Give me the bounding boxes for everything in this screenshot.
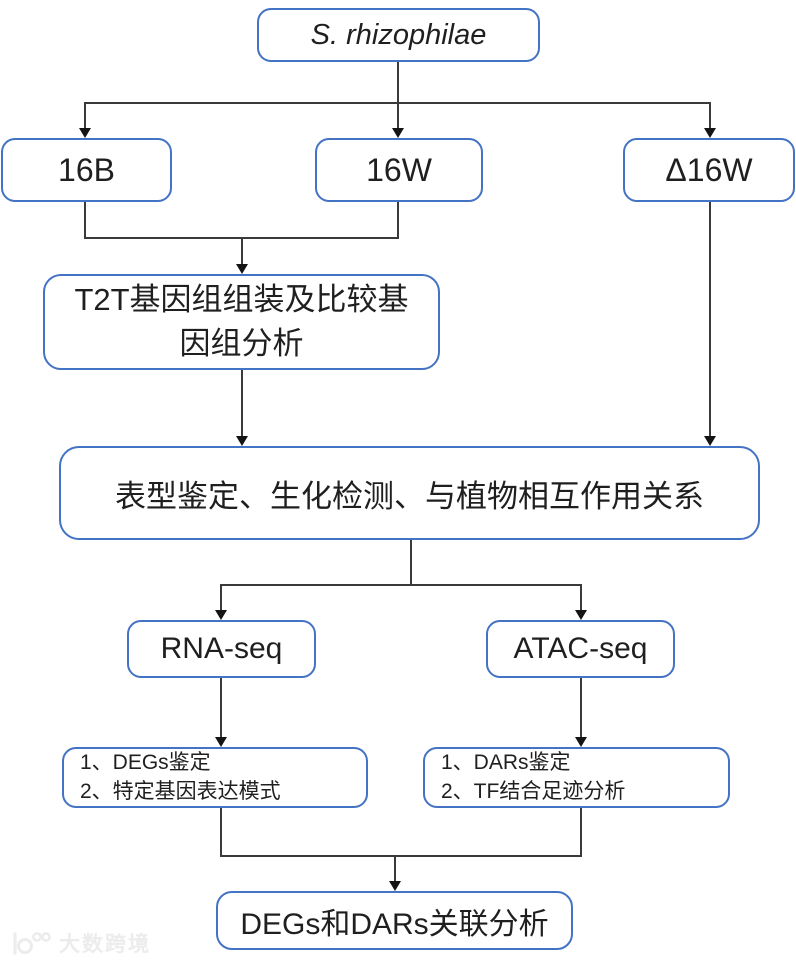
arrowhead-to-integration [389,881,401,891]
t2t-line-2: 因组分析 [179,326,304,361]
node-dar-analysis-list: 1、DARs鉴定 2、TF结合足迹分析 [423,747,730,808]
node-16b: 16B [1,138,172,202]
node-rna-seq: RNA-seq [127,620,316,678]
watermark: 大数跨境 [8,928,151,958]
connector-t2t-to-phenotype [241,370,243,437]
connector-to-t2t [241,238,243,265]
node-phenotype-biochem: 表型鉴定、生化检测、与植物相互作用关系 [59,446,760,540]
arrowhead-to-delta16w [704,128,716,138]
arrowhead-to-16b [79,128,91,138]
t2t-line-1: T2T基因组组装及比较基 [74,281,409,317]
node-s-rhizophilae: S. rhizophilae [257,8,540,62]
deg-list-item-2: 2、特定基因表达模式 [80,779,281,803]
node-deg-analysis-list: 1、DEGs鉴定 2、特定基因表达模式 [62,747,368,808]
connector-16w-down [397,202,399,239]
connector-to-delta16w [709,103,711,129]
deg-list-item-1: 1、DEGs鉴定 [80,750,211,774]
connector-to-16b [84,103,86,129]
arrowhead-to-16w [392,128,404,138]
connector-root-stem [397,62,399,103]
arrowhead-t2t-to-phenotype [236,436,248,446]
connector-to-atac-seq [580,585,582,611]
connector-to-rna-seq [220,585,222,611]
node-16w: 16W [315,138,483,202]
arrowhead-rna-to-deg [215,737,227,747]
connector-seq-split-bar [220,584,582,586]
arrowhead-atac-to-dar [575,737,587,747]
node-atac-seq: ATAC-seq [486,620,675,678]
connector-to-integration [394,856,396,882]
connector-to-16w [397,103,399,129]
dar-list-item-2: 2、TF结合足迹分析 [441,779,626,803]
node-degs-dars-integration: DEGs和DARs关联分析 [216,891,573,950]
node-delta-16w: Δ16W [623,138,795,202]
connector-phenotype-stem [410,540,412,586]
arrowhead-to-t2t [236,264,248,274]
watermark-text: 大数跨境 [59,933,151,956]
connector-integration-bar [220,855,582,857]
connector-dar-down [580,808,582,857]
connector-atac-to-dar [580,678,582,739]
node-t2t-genome-assembly: T2T基因组组装及比较基 因组分析 [43,274,440,370]
arrowhead-to-rna-seq [215,610,227,620]
connector-delta16w-to-phenotype [709,202,711,437]
dar-list-item-1: 1、DARs鉴定 [441,750,571,774]
arrowhead-delta16w-to-phenotype [704,436,716,446]
connector-16b-down [84,202,86,239]
dashukuajing-logo-icon [13,932,51,955]
connector-deg-down [220,808,222,857]
arrowhead-to-atac-seq [575,610,587,620]
connector-rna-to-deg [220,678,222,739]
